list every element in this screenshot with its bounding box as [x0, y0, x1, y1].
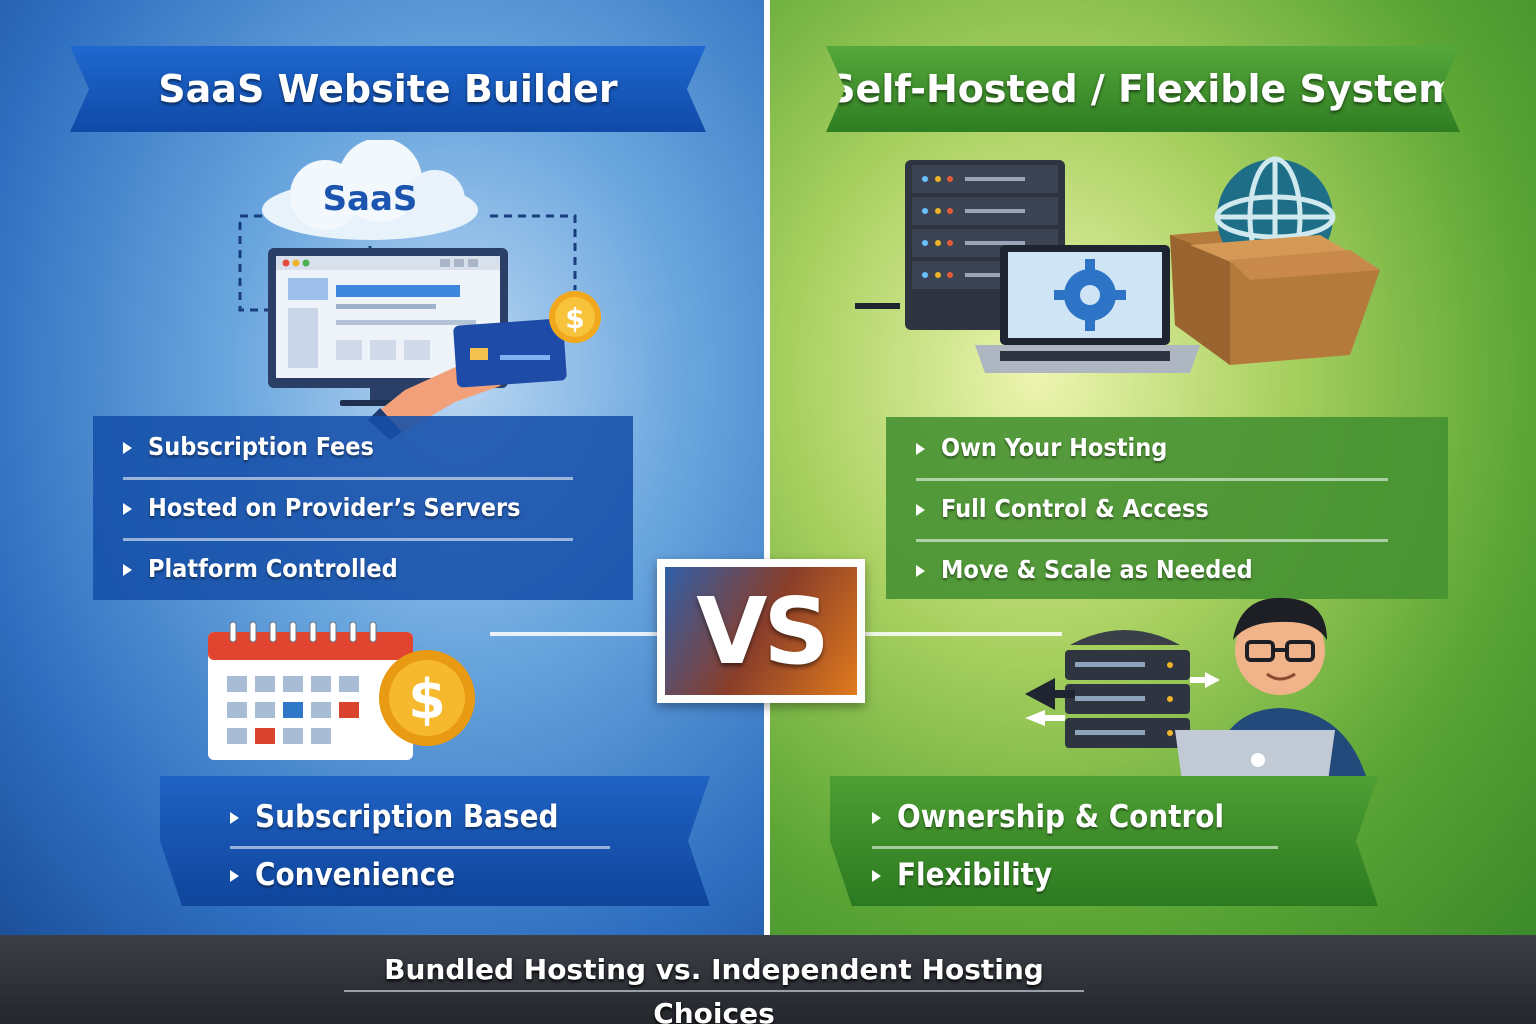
list-item: Subscription Based: [230, 788, 640, 846]
dollar-coin-icon: $: [549, 291, 601, 343]
calendar-illustration: $: [208, 621, 475, 760]
saas-feature-list: Subscription Fees Hosted on Provider’s S…: [93, 416, 633, 600]
list-item: Subscription Fees: [123, 416, 603, 477]
developer-illustration: [1025, 597, 1370, 790]
laptop-gear-icon: [975, 245, 1200, 373]
self-hosted-feature-list: Own Your Hosting Full Control & Access M…: [886, 417, 1448, 599]
bullet-icon: [916, 564, 925, 577]
bullet-icon: [230, 812, 239, 824]
browser-monitor-icon: [268, 248, 508, 406]
bullet-icon: [872, 870, 881, 882]
vs-badge: VS: [657, 559, 865, 703]
vs-connector-right: [862, 632, 1062, 636]
list-item: Platform Controlled: [123, 538, 603, 599]
cloud-label: SaaS: [323, 179, 418, 219]
bullet-icon: [916, 503, 925, 516]
bullet-icon: [230, 870, 239, 882]
self-hosted-illustration: [855, 156, 1380, 373]
vs-label: VS: [665, 567, 857, 695]
center-divider: [764, 0, 770, 935]
svg-text:$: $: [565, 302, 584, 335]
dollar-coin-icon: $: [379, 650, 475, 746]
bullet-icon: [123, 563, 132, 576]
developer-avatar-icon: [1175, 597, 1370, 790]
list-item: Convenience: [230, 846, 640, 904]
cloud-icon: SaaS: [262, 140, 478, 240]
list-item: Own Your Hosting: [916, 417, 1418, 478]
calendar-icon: [208, 621, 413, 760]
bullet-icon: [123, 441, 132, 454]
globe-box-icon: [1170, 156, 1380, 365]
list-item: Ownership & Control: [872, 788, 1308, 846]
saas-summary-banner: Subscription Based Convenience: [160, 776, 710, 906]
list-item: Flexibility: [872, 846, 1308, 904]
vs-connector-left: [490, 632, 660, 636]
footer-bar: [0, 935, 1536, 1024]
self-hosted-summary-banner: Ownership & Control Flexibility: [830, 776, 1378, 906]
saas-illustration: SaaS $: [238, 140, 601, 440]
bullet-icon: [872, 812, 881, 824]
bullet-icon: [916, 442, 925, 455]
list-item: Full Control & Access: [916, 478, 1418, 539]
bullet-icon: [123, 502, 132, 515]
server-migration-icon: [1025, 630, 1220, 748]
list-item: Hosted on Provider’s Servers: [123, 477, 603, 538]
footer-title: Bundled Hosting vs. Independent Hosting …: [344, 948, 1084, 1024]
self-hosted-title-banner: Self-Hosted / Flexible System: [826, 46, 1460, 132]
list-item: Move & Scale as Needed: [916, 539, 1418, 600]
saas-title-banner: SaaS Website Builder: [70, 46, 706, 132]
svg-text:$: $: [408, 668, 446, 731]
